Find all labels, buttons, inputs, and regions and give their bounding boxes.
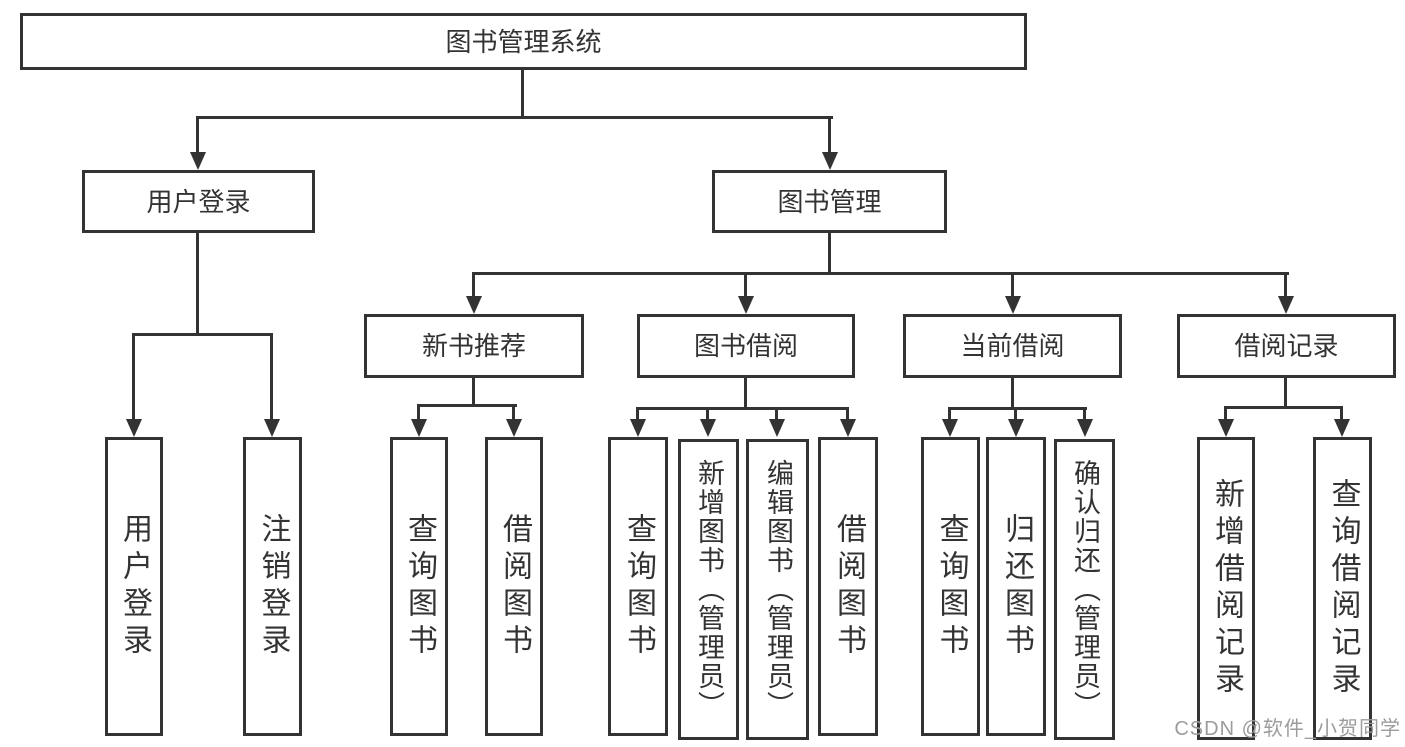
leaf-borrowing-query-books-label: 查询图书 bbox=[622, 512, 655, 661]
arrow-down-icon bbox=[466, 296, 482, 314]
leaf-confirm-return-admin-label: 确认归还（管理员） bbox=[1070, 459, 1100, 720]
connector-line bbox=[512, 406, 515, 424]
arrow-down-icon bbox=[769, 419, 785, 437]
arrow-down-icon bbox=[630, 419, 646, 437]
connector-line bbox=[744, 378, 747, 409]
node-current-borrowing: 当前借阅 bbox=[903, 314, 1122, 378]
arrow-down-icon bbox=[822, 152, 838, 170]
leaf-recommend-query-books-label: 查询图书 bbox=[403, 512, 436, 661]
leaf-add-borrow-record: 新增借阅记录 bbox=[1197, 437, 1255, 740]
connector-line bbox=[775, 409, 778, 424]
connector-line bbox=[417, 406, 420, 424]
connector-line bbox=[521, 70, 524, 118]
connector-line bbox=[1224, 406, 1343, 409]
connector-line bbox=[948, 407, 1087, 410]
leaf-current-query-books: 查询图书 bbox=[921, 437, 980, 736]
leaf-user-login-label: 用户登录 bbox=[118, 512, 151, 661]
node-root-label: 图书管理系统 bbox=[445, 26, 602, 57]
arrow-down-icon bbox=[190, 152, 206, 170]
connector-line bbox=[196, 116, 833, 119]
leaf-add-books-admin-label: 新增图书（管理员） bbox=[694, 459, 724, 720]
connector-line bbox=[472, 272, 1289, 275]
connector-line bbox=[196, 233, 199, 335]
arrow-down-icon bbox=[700, 419, 716, 437]
leaf-edit-books-admin-label: 编辑图书（管理员） bbox=[763, 459, 793, 720]
leaf-borrowing-query-books: 查询图书 bbox=[608, 437, 668, 736]
node-current-borrowing-label: 当前借阅 bbox=[960, 331, 1065, 361]
node-book-borrowing: 图书借阅 bbox=[637, 314, 855, 378]
connector-line bbox=[846, 409, 849, 424]
connector-line bbox=[636, 407, 849, 410]
connector-line bbox=[1083, 409, 1086, 424]
connector-line bbox=[1014, 409, 1017, 424]
leaf-borrowing-borrow-books-label: 借阅图书 bbox=[832, 512, 865, 661]
connector-line bbox=[270, 335, 273, 425]
connector-line bbox=[132, 335, 135, 425]
node-book-management-label: 图书管理 bbox=[777, 186, 882, 217]
connector-line bbox=[472, 378, 475, 406]
leaf-return-books: 归还图书 bbox=[986, 437, 1046, 736]
arrow-down-icon bbox=[126, 419, 142, 437]
leaf-query-borrow-record-label: 查询借阅记录 bbox=[1326, 477, 1360, 700]
node-new-book-recommend: 新书推荐 bbox=[364, 314, 584, 378]
node-root: 图书管理系统 bbox=[20, 13, 1027, 70]
leaf-recommend-borrow-books: 借阅图书 bbox=[485, 437, 543, 736]
leaf-recommend-query-books: 查询图书 bbox=[390, 437, 448, 736]
node-borrowing-records: 借阅记录 bbox=[1177, 314, 1396, 378]
connector-line bbox=[1284, 378, 1287, 408]
arrow-down-icon bbox=[411, 419, 427, 437]
csdn-watermark: CSDN @软件_小贺同学 bbox=[1174, 718, 1401, 740]
arrow-down-icon bbox=[1334, 419, 1350, 437]
connector-line bbox=[1011, 274, 1014, 300]
arrow-down-icon bbox=[738, 296, 754, 314]
leaf-add-books-admin: 新增图书（管理员） bbox=[678, 439, 739, 740]
connector-line bbox=[828, 233, 831, 274]
leaf-edit-books-admin: 编辑图书（管理员） bbox=[746, 439, 809, 740]
node-user-login-label: 用户登录 bbox=[146, 186, 251, 217]
leaf-logout-label: 注销登录 bbox=[256, 512, 290, 661]
connector-line bbox=[196, 118, 199, 156]
node-borrowing-records-label: 借阅记录 bbox=[1234, 331, 1339, 361]
connector-line bbox=[472, 274, 475, 300]
arrow-down-icon bbox=[1077, 419, 1093, 437]
arrow-down-icon bbox=[1218, 419, 1234, 437]
leaf-logout: 注销登录 bbox=[243, 437, 302, 736]
node-book-borrowing-label: 图书借阅 bbox=[693, 331, 798, 361]
leaf-add-borrow-record-label: 新增借阅记录 bbox=[1210, 477, 1243, 700]
leaf-recommend-borrow-books-label: 借阅图书 bbox=[498, 512, 531, 661]
leaf-user-login: 用户登录 bbox=[105, 437, 163, 736]
leaf-borrowing-borrow-books: 借阅图书 bbox=[818, 437, 878, 736]
connector-line bbox=[417, 404, 517, 407]
connector-line bbox=[1011, 378, 1014, 409]
leaf-current-query-books-label: 查询图书 bbox=[934, 512, 968, 661]
arrow-down-icon bbox=[264, 419, 280, 437]
arrow-down-icon bbox=[840, 419, 856, 437]
arrow-down-icon bbox=[1278, 296, 1294, 314]
leaf-query-borrow-record: 查询借阅记录 bbox=[1313, 437, 1372, 740]
connector-line bbox=[1224, 408, 1227, 424]
arrow-down-icon bbox=[942, 419, 958, 437]
connector-line bbox=[1284, 274, 1287, 300]
node-user-login: 用户登录 bbox=[82, 170, 315, 233]
connector-line bbox=[744, 274, 747, 300]
arrow-down-icon bbox=[1008, 419, 1024, 437]
arrow-down-icon bbox=[1005, 296, 1021, 314]
node-new-book-recommend-label: 新书推荐 bbox=[421, 331, 526, 361]
leaf-confirm-return-admin: 确认归还（管理员） bbox=[1054, 439, 1115, 740]
connector-line bbox=[706, 409, 709, 424]
node-book-management: 图书管理 bbox=[712, 170, 947, 233]
connector-line bbox=[948, 409, 951, 424]
connector-line bbox=[828, 118, 831, 156]
connector-line bbox=[132, 333, 273, 336]
connector-line bbox=[1340, 408, 1343, 424]
connector-line bbox=[636, 409, 639, 424]
leaf-return-books-label: 归还图书 bbox=[1000, 512, 1033, 661]
arrow-down-icon bbox=[506, 419, 522, 437]
